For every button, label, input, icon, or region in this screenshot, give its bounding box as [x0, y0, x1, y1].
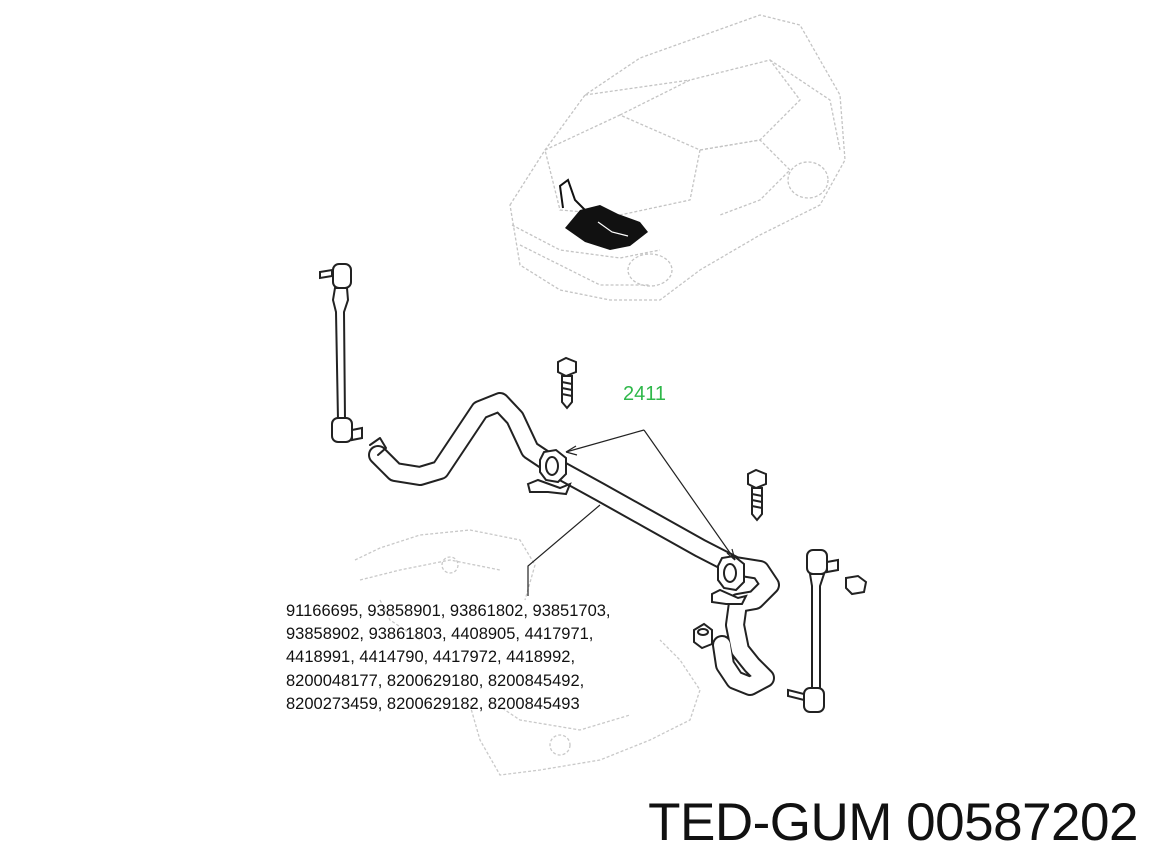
bushing-left: [526, 448, 572, 496]
callout-number: 2411: [623, 383, 667, 405]
brand-part-label: TED-GUM 00587202: [648, 793, 1138, 852]
nut: [693, 622, 713, 650]
part-numbers-line: 4418991, 4414790, 4417972, 4418992,: [286, 648, 576, 667]
subframe-outline: [354, 529, 701, 776]
callout-leaders: [527, 429, 736, 596]
part-numbers-line: 8200273459, 8200629182, 8200845493: [286, 694, 580, 713]
bushing-right: [711, 554, 748, 605]
bolt-lower: [747, 468, 767, 522]
part-numbers-list: 91166695, 93858901, 93861802, 93851703, …: [286, 600, 706, 716]
stabilizer-link-left: [319, 263, 363, 443]
part-numbers-line: 8200048177, 8200629180, 8200845492,: [286, 671, 585, 690]
part-numbers-line: 93858902, 93861803, 4408905, 4417971,: [286, 625, 594, 644]
stabilizer-link-right: [787, 549, 868, 713]
vehicle-highlight: [558, 178, 648, 250]
part-numbers-line: 91166695, 93858901, 93861802, 93851703,: [286, 602, 611, 620]
stabilizer-bar: [368, 392, 780, 696]
vehicle-outline: [509, 14, 846, 301]
bolt-upper: [557, 356, 577, 410]
